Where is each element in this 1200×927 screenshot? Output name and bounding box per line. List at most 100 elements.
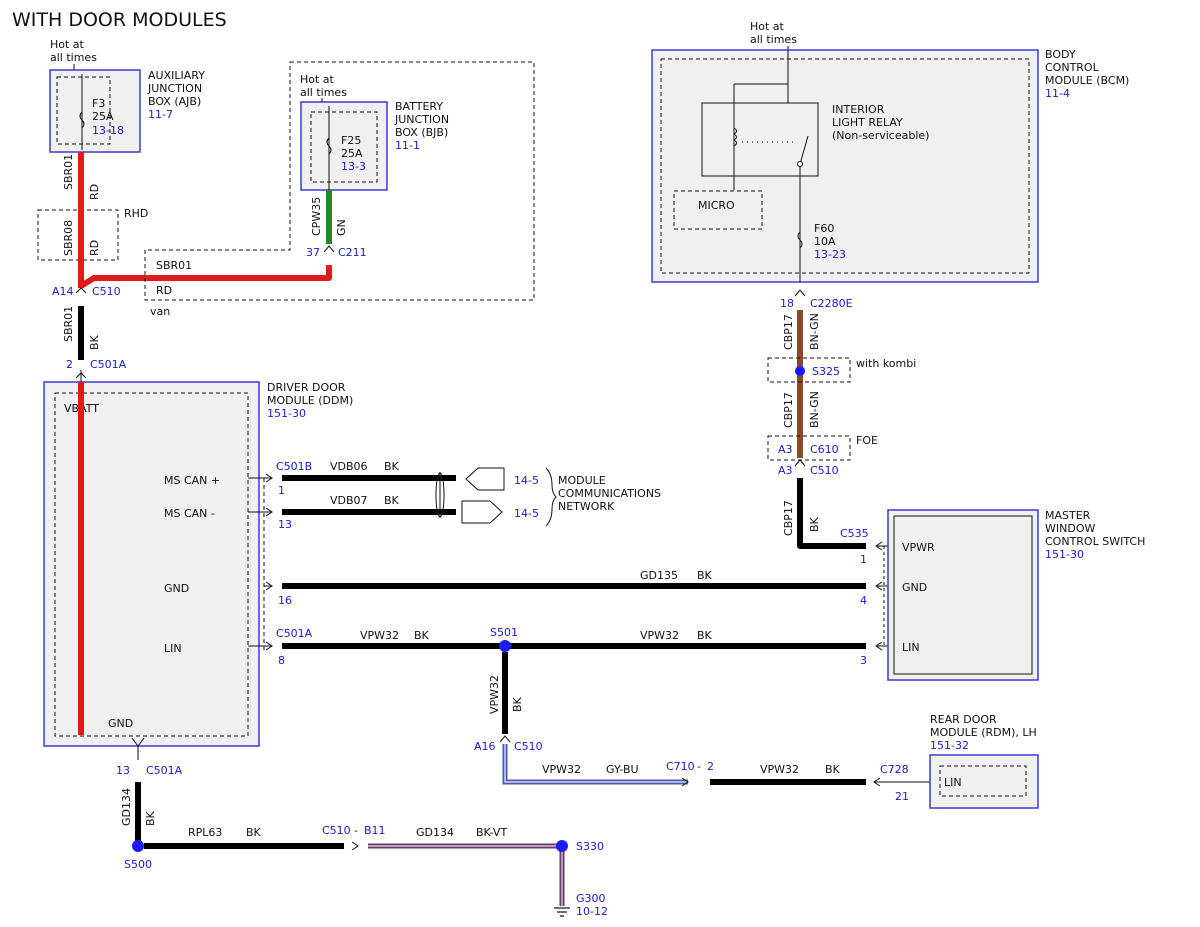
svg-text:all times: all times: [750, 33, 797, 46]
svg-text:13-3: 13-3: [341, 160, 366, 173]
svg-text:BK: BK: [511, 696, 524, 712]
svg-text:C501A: C501A: [146, 764, 183, 777]
svg-text:GND: GND: [108, 717, 133, 730]
svg-text:LIN: LIN: [902, 641, 920, 654]
svg-text:VPW32: VPW32: [360, 629, 399, 642]
svg-text:25A: 25A: [92, 110, 114, 123]
relay-switch-icon: [799, 135, 809, 165]
svg-text:BOX (AJB): BOX (AJB): [148, 95, 201, 108]
svg-text:-: -: [354, 824, 358, 837]
svg-text:VDB07: VDB07: [330, 494, 368, 507]
svg-text:MICRO: MICRO: [698, 199, 735, 212]
svg-text:van: van: [150, 305, 170, 318]
svg-text:all times: all times: [300, 86, 347, 99]
network-connector-flag-icon: [465, 467, 505, 491]
svg-text:SBR08: SBR08: [62, 220, 75, 256]
svg-text:MS CAN -: MS CAN -: [164, 507, 215, 520]
foe-option-box: [767, 435, 851, 461]
svg-text:BK: BK: [88, 334, 101, 350]
svg-text:GD134: GD134: [120, 788, 133, 826]
svg-text:C535: C535: [840, 527, 869, 540]
relay-coil-icon: [733, 127, 737, 147]
svg-text:WINDOW: WINDOW: [1045, 522, 1095, 535]
svg-text:VDB06: VDB06: [330, 460, 368, 473]
svg-text:CBP17: CBP17: [782, 392, 795, 428]
rear-door-module: LIN REAR DOOR MODULE (RDM), LH 151-32: [929, 713, 1039, 809]
svg-text:MASTER: MASTER: [1045, 509, 1091, 522]
svg-text:all times: all times: [50, 51, 97, 64]
connector-c501a-icon: [265, 581, 273, 591]
svg-text:10A: 10A: [814, 235, 836, 248]
splice-s325: [795, 366, 805, 376]
svg-text:S500: S500: [124, 858, 152, 871]
svg-text:CONTROL SWITCH: CONTROL SWITCH: [1045, 535, 1145, 548]
svg-text:MODULE (DDM): MODULE (DDM): [267, 394, 353, 407]
svg-text:151-30: 151-30: [267, 407, 306, 420]
svg-text:BK: BK: [246, 826, 262, 839]
svg-text:4: 4: [860, 594, 867, 607]
svg-text:MODULE (RDM), LH: MODULE (RDM), LH: [930, 726, 1037, 739]
svg-text:GN: GN: [335, 219, 348, 236]
svg-text:C2280E: C2280E: [810, 297, 853, 310]
svg-text:1: 1: [278, 484, 285, 497]
van-option-box: [144, 61, 535, 301]
connector-c510-icon: [499, 735, 511, 743]
connector-c510-icon: [75, 287, 87, 294]
svg-text:RD: RD: [88, 184, 101, 200]
svg-text:LIN: LIN: [164, 642, 182, 655]
svg-text:8: 8: [278, 654, 285, 667]
svg-text:NETWORK: NETWORK: [558, 500, 615, 513]
svg-text:VPW32: VPW32: [542, 763, 581, 776]
svg-text:JUNCTION: JUNCTION: [394, 113, 449, 126]
svg-text:13-23: 13-23: [814, 248, 846, 261]
svg-text:B11: B11: [364, 824, 386, 837]
svg-text:A16: A16: [474, 740, 496, 753]
svg-text:BK-VT: BK-VT: [476, 826, 507, 839]
svg-text:S330: S330: [576, 840, 604, 853]
svg-text:F25: F25: [341, 134, 361, 147]
svg-text:13-18: 13-18: [92, 124, 124, 137]
fuse-icon: [79, 111, 85, 129]
svg-text:BK: BK: [808, 516, 821, 532]
svg-text:S325: S325: [812, 365, 840, 378]
svg-text:C510: C510: [514, 740, 543, 753]
master-window-control-switch: VPWR GND LIN MASTER WINDOW CONTROL SWITC…: [883, 509, 1145, 681]
svg-text:RD: RD: [156, 284, 172, 297]
svg-text:G300: G300: [576, 892, 606, 905]
svg-text:14-5: 14-5: [514, 474, 539, 487]
svg-text:BN-GN: BN-GN: [808, 313, 821, 350]
splice-s501: [499, 640, 511, 652]
svg-text:C510: C510: [810, 464, 839, 477]
svg-text:BK: BK: [144, 810, 157, 826]
svg-text:GY-BU: GY-BU: [606, 763, 639, 776]
svg-text:CPW35: CPW35: [310, 197, 323, 236]
svg-text:2: 2: [707, 760, 714, 773]
diagram-title: WITH DOOR MODULES: [12, 9, 227, 31]
svg-text:SBR01: SBR01: [156, 259, 192, 272]
svg-text:MODULE (BCM): MODULE (BCM): [1045, 74, 1129, 87]
svg-text:1: 1: [860, 553, 867, 566]
svg-text:VPW32: VPW32: [760, 763, 799, 776]
svg-text:COMMUNICATIONS: COMMUNICATIONS: [558, 487, 661, 500]
connector-c501b-icon: [265, 507, 273, 517]
ground-icon: [554, 907, 570, 917]
svg-text:37: 37: [306, 246, 320, 259]
svg-text:VPWR: VPWR: [902, 541, 935, 554]
connector-c501a-icon: [75, 372, 87, 379]
bracket-icon: [545, 467, 557, 527]
svg-text:11-4: 11-4: [1045, 87, 1070, 100]
svg-text:A3: A3: [778, 464, 793, 477]
svg-text:Hot at: Hot at: [50, 38, 85, 51]
svg-text:VPW32: VPW32: [488, 675, 501, 714]
svg-text:A14: A14: [52, 285, 74, 298]
svg-text:FOE: FOE: [856, 434, 878, 447]
svg-text:LIGHT RELAY: LIGHT RELAY: [832, 116, 903, 129]
svg-text:13: 13: [116, 764, 130, 777]
svg-text:C501A: C501A: [90, 358, 127, 371]
svg-text:CBP17: CBP17: [782, 500, 795, 536]
svg-text:F60: F60: [814, 222, 834, 235]
svg-text:BK: BK: [697, 629, 713, 642]
svg-text:C501A: C501A: [276, 627, 313, 640]
svg-text:VPW32: VPW32: [640, 629, 679, 642]
svg-text:SBR01: SBR01: [62, 154, 75, 190]
